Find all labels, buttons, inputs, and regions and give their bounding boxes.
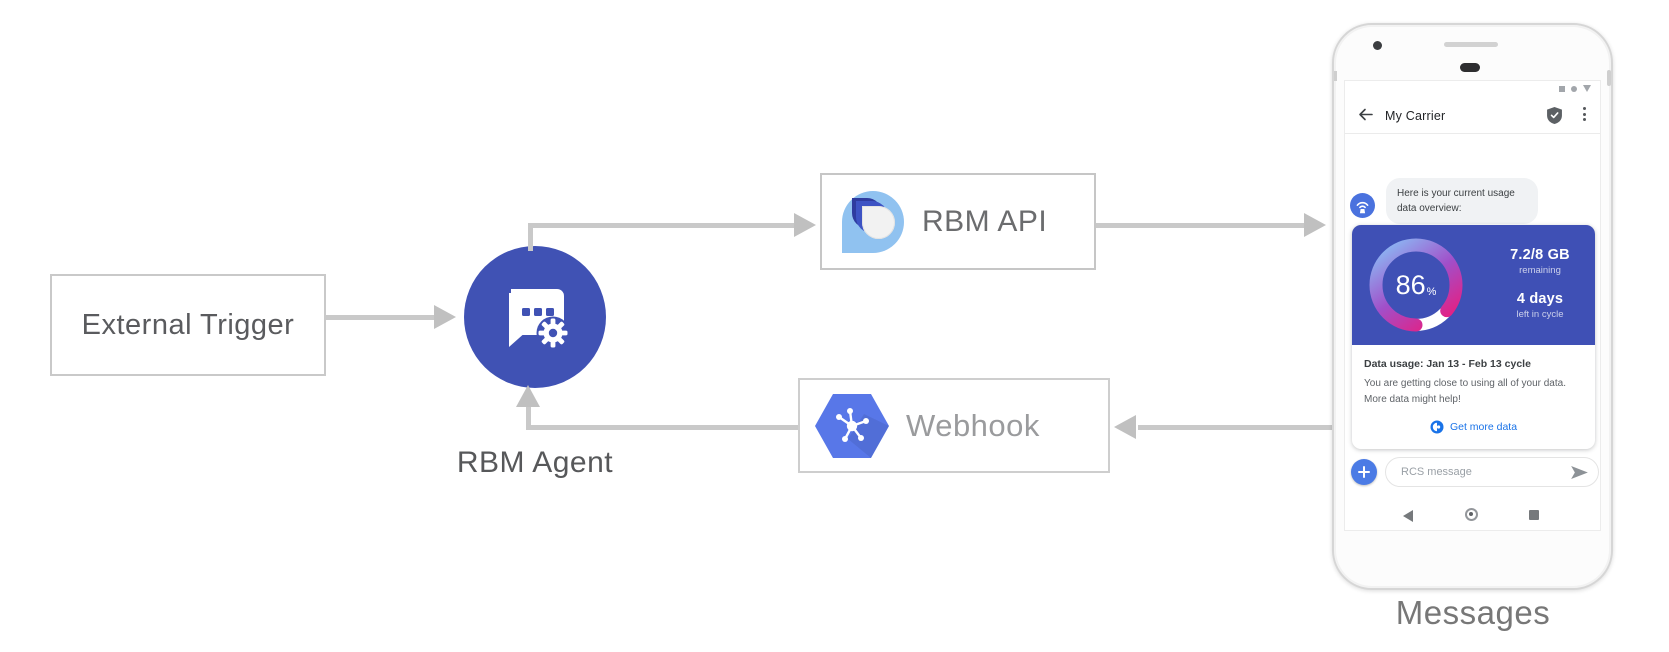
add-attachment-button[interactable] xyxy=(1351,459,1377,485)
days-left-label: left in cycle xyxy=(1516,309,1564,320)
usage-card-body: Data usage: Jan 13 - Feb 13 cycle You ar… xyxy=(1352,345,1595,434)
usage-card: 86% 7.2/8 GB remaining 4 days left in cy… xyxy=(1352,225,1595,449)
get-more-data-icon xyxy=(1430,420,1444,434)
external-trigger-node: External Trigger xyxy=(50,274,326,376)
conversation-title: My Carrier xyxy=(1385,109,1446,123)
arrow-agent-to-api-head-icon xyxy=(794,213,816,237)
arrow-api-to-phone-line xyxy=(1096,223,1306,228)
webhook-label: Webhook xyxy=(906,407,1040,443)
arrow-webhook-to-agent-vertical xyxy=(526,404,531,430)
data-remaining-value: 7.2/8 GB xyxy=(1510,247,1570,263)
get-more-data-button[interactable]: Get more data xyxy=(1364,420,1583,434)
usage-stats: 7.2/8 GB remaining 4 days left in cycle xyxy=(1490,225,1590,345)
earpiece-icon xyxy=(1460,63,1480,72)
speaker-slot-icon xyxy=(1444,42,1498,47)
rbm-agent-node xyxy=(464,246,606,388)
get-more-data-label: Get more data xyxy=(1449,421,1518,433)
chat-bubble-line1: Here is your current usage xyxy=(1397,188,1515,199)
arrow-webhook-to-agent-line xyxy=(526,425,798,430)
message-input-pill xyxy=(1385,457,1599,487)
arrow-agent-to-api-line xyxy=(528,223,796,228)
status-bar-icons xyxy=(1559,85,1591,92)
arrow-agent-to-api-vertical xyxy=(528,225,533,251)
status-square-icon xyxy=(1559,85,1565,92)
back-arrow-icon[interactable] xyxy=(1358,108,1373,126)
arrow-trigger-to-agent-line xyxy=(326,315,436,320)
chat-bubble-line2: data overview: xyxy=(1397,203,1462,214)
gauge-percent: 86% xyxy=(1395,269,1437,300)
webhook-node: Webhook xyxy=(798,378,1110,473)
nav-home-icon[interactable] xyxy=(1465,508,1478,521)
front-camera-icon xyxy=(1373,41,1382,50)
messages-caption: Messages xyxy=(1395,594,1551,631)
usage-card-header: 86% 7.2/8 GB remaining 4 days left in cy… xyxy=(1352,225,1595,345)
carrier-avatar-icon xyxy=(1350,193,1375,218)
chat-bubble: Here is your current usage data overview… xyxy=(1386,178,1538,224)
phone-mockup: My Carrier Here is your current usage da… xyxy=(1332,23,1613,590)
rcs-message-input[interactable] xyxy=(1399,465,1571,479)
rbm-api-label: RBM API xyxy=(922,204,1048,238)
power-button xyxy=(1607,70,1611,86)
arrow-api-to-phone-head-icon xyxy=(1304,213,1326,237)
rbm-api-logo-icon xyxy=(842,190,904,253)
usage-card-title: Data usage: Jan 13 - Feb 13 cycle xyxy=(1364,358,1531,370)
usage-card-desc-line2: More data might help! xyxy=(1364,393,1461,405)
arrow-trigger-to-agent-head-icon xyxy=(434,305,456,329)
send-icon[interactable] xyxy=(1571,465,1588,479)
verified-shield-icon xyxy=(1547,107,1562,129)
status-circle-icon xyxy=(1571,85,1577,92)
days-left-value: 4 days xyxy=(1516,291,1564,307)
external-trigger-label: External Trigger xyxy=(81,308,295,341)
chat-gear-icon xyxy=(493,273,577,362)
arrow-webhook-to-agent-head-icon xyxy=(516,385,540,407)
usage-gauge: 86% xyxy=(1368,237,1464,333)
phone-screen: My Carrier Here is your current usage da… xyxy=(1344,80,1601,531)
sim-tray xyxy=(1334,71,1337,81)
rbm-api-node: RBM API xyxy=(820,173,1096,270)
arrow-phone-to-webhook-line xyxy=(1138,425,1332,430)
cloud-hexagon-icon xyxy=(814,393,890,459)
nav-back-icon[interactable] xyxy=(1403,510,1413,522)
data-remaining-label: remaining xyxy=(1519,265,1561,276)
overflow-menu-icon[interactable] xyxy=(1583,107,1586,121)
nav-recents-icon[interactable] xyxy=(1529,510,1539,520)
rbm-agent-label: RBM Agent xyxy=(456,446,614,479)
usage-card-desc-line1: You are getting close to using all of yo… xyxy=(1364,378,1566,389)
status-triangle-icon xyxy=(1583,85,1591,92)
header-divider xyxy=(1345,133,1600,134)
arrow-phone-to-webhook-head-icon xyxy=(1114,415,1136,439)
